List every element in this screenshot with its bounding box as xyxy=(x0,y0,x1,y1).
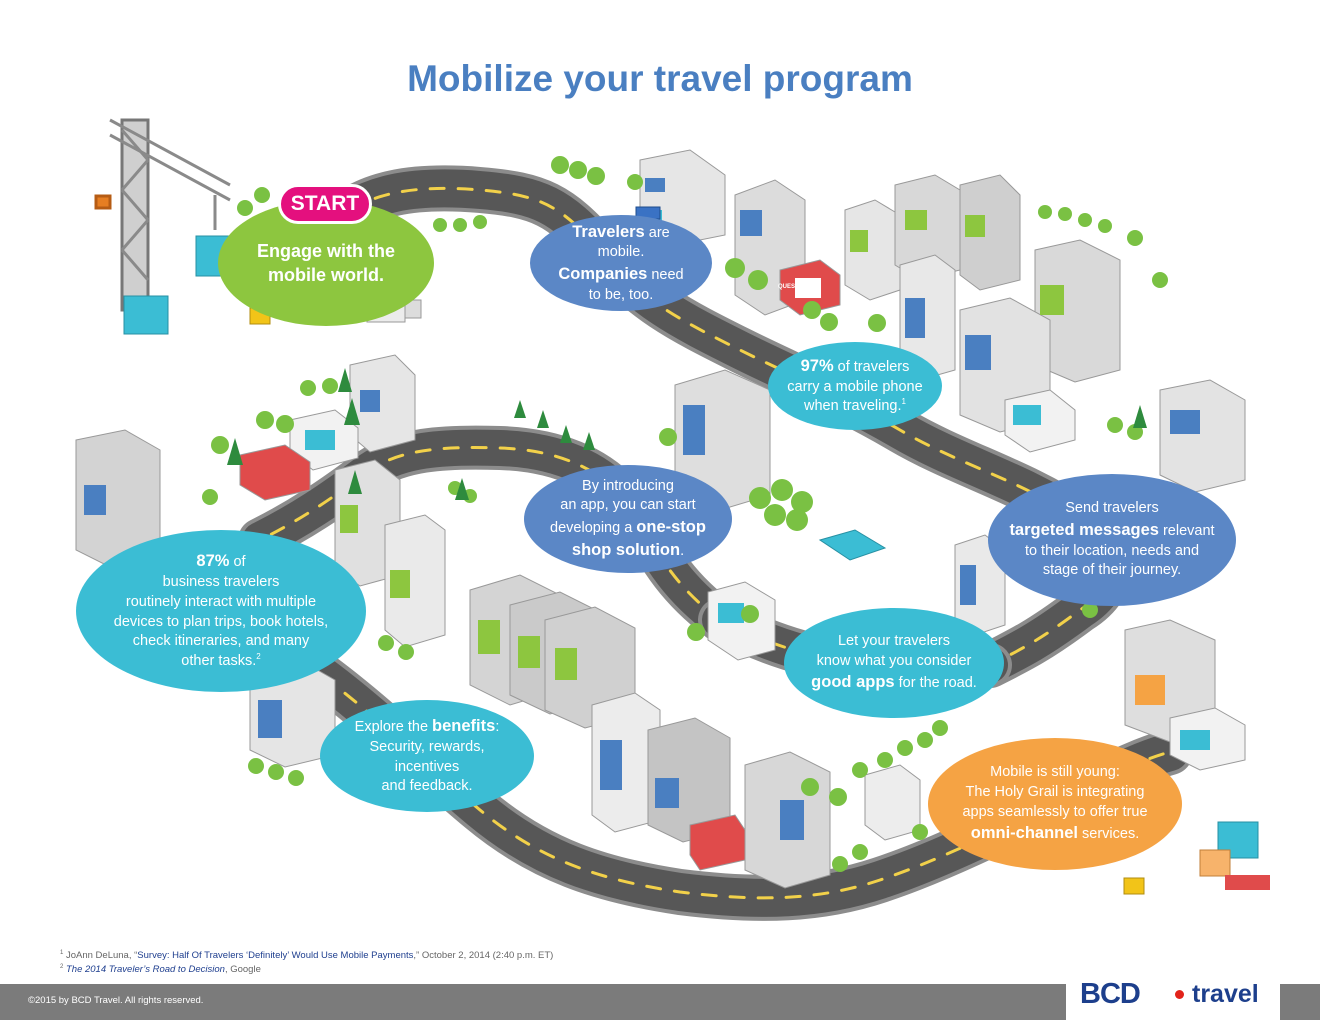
benefits-text3: Security, rewards, incentives xyxy=(369,738,485,775)
bubble-targeted: Send travelers targeted messages relevan… xyxy=(988,474,1236,606)
stat87-text5: other tasks. xyxy=(181,652,257,669)
travelers-bold: Travelers xyxy=(572,222,645,241)
goodapps-text1: Let your travelers xyxy=(837,632,950,649)
pool xyxy=(818,529,887,561)
app-text4: . xyxy=(680,542,685,559)
questions-sign: QUESTIONS xyxy=(778,284,814,290)
targeted-text1: Send travelers xyxy=(1065,500,1159,517)
page-title: Mobilize your travel program xyxy=(407,58,913,99)
benefits-text4: and feedback. xyxy=(381,778,473,795)
stat87-text2: routinely interact with multiple xyxy=(125,593,317,610)
pine-trees xyxy=(227,368,1147,500)
engage-line2: mobile world. xyxy=(267,265,384,285)
goodapps-bold: good apps xyxy=(811,673,895,692)
stat97-text2: carry a mobile phone xyxy=(787,378,923,395)
logo-dot-icon xyxy=(1175,990,1184,999)
young-text3: apps seamlessly to offer true xyxy=(962,803,1148,820)
stat97-bold: 97% xyxy=(800,356,834,375)
fn2-title[interactable]: The 2014 Traveler’s Road to Decision xyxy=(63,964,225,976)
targeted-text3: to their location, needs and xyxy=(1024,542,1200,559)
footnote-1: 1 JoAnn DeLuna, “Survey: Half Of Travele… xyxy=(60,950,553,961)
fn1-sup: 1 xyxy=(60,950,64,956)
stat87-text0: of xyxy=(229,554,246,571)
stat87-text3: devices to plan trips, book hotels, xyxy=(113,613,329,630)
fn1-link[interactable]: Survey: Half Of Travelers ‘Definitely’ W… xyxy=(137,950,414,962)
footnote-2: 2 The 2014 Traveler’s Road to Decision, … xyxy=(60,964,261,975)
stat87-text1: business travelers xyxy=(162,574,280,591)
targeted-text2: relevant xyxy=(1158,522,1215,539)
construction-crane xyxy=(94,118,231,312)
stat87-text4: check itineraries, and many xyxy=(132,633,310,650)
fn1-author: JoAnn DeLuna, “ xyxy=(63,950,138,962)
young-text2: The Holy Grail is integrating xyxy=(965,783,1145,800)
travelers-text1: are mobile. xyxy=(597,224,670,261)
app-text2: an app, you can start xyxy=(560,497,696,514)
engage-line1: Engage with the xyxy=(256,240,395,261)
stat87-bold: 87% xyxy=(196,552,230,571)
start-badge: START xyxy=(278,184,372,224)
copyright: ©2015 by BCD Travel. All rights reserved… xyxy=(28,995,204,1006)
bubble-stat97: 97% of travelers carry a mobile phone wh… xyxy=(768,342,942,430)
bcd-logo-text: BCD xyxy=(1080,978,1141,1010)
app-text1: By introducing xyxy=(582,477,674,494)
targeted-bold: targeted messages xyxy=(1009,520,1159,539)
app-bold2: shop solution xyxy=(571,540,681,559)
stat97-text1: of travelers xyxy=(833,358,910,375)
young-text1: Mobile is still young: xyxy=(990,764,1120,781)
stat97-text3: when traveling. xyxy=(804,398,902,415)
bubble-travelers: Travelers are mobile. Companies need to … xyxy=(530,215,712,311)
travelers-text3: to be, too. xyxy=(588,286,654,303)
app-bold1: one-stop xyxy=(636,518,706,536)
app-text3: developing a xyxy=(550,520,637,536)
fn1-rest: ,” October 2, 2014 (2:40 p.m. ET) xyxy=(413,950,554,962)
bubble-goodapps: Let your travelers know what you conside… xyxy=(784,608,1004,718)
benefits-bold: benefits xyxy=(432,717,496,736)
bubble-young: Mobile is still young: The Holy Grail is… xyxy=(928,738,1182,870)
bubble-benefits: Explore the benefits: Security, rewards,… xyxy=(320,700,534,812)
logo-container xyxy=(1066,966,1280,1020)
young-text4: services. xyxy=(1078,826,1140,843)
targeted-text4: stage of their journey. xyxy=(1042,562,1182,579)
building-icon-panels xyxy=(84,178,1210,840)
bubble-stat87: 87% of business travelers routinely inte… xyxy=(76,530,366,692)
stat97-sup: 1 xyxy=(901,397,906,407)
travelers-text2: need xyxy=(647,267,684,283)
benefits-text1: Explore the xyxy=(354,719,433,736)
goodapps-text3: for the road. xyxy=(894,675,977,692)
benefits-text2: : xyxy=(495,719,500,736)
fn2-sup: 2 xyxy=(60,964,64,970)
young-bold: omni-channel xyxy=(970,824,1078,843)
companies-bold: Companies xyxy=(558,265,648,283)
fn2-rest: , Google xyxy=(224,964,261,976)
bubble-app: By introducing an app, you can start dev… xyxy=(524,465,732,573)
stat87-sup: 2 xyxy=(256,652,261,662)
travel-logo-text: travel xyxy=(1192,980,1259,1008)
goodapps-text2: know what you consider xyxy=(816,652,972,669)
trees xyxy=(202,156,1168,872)
